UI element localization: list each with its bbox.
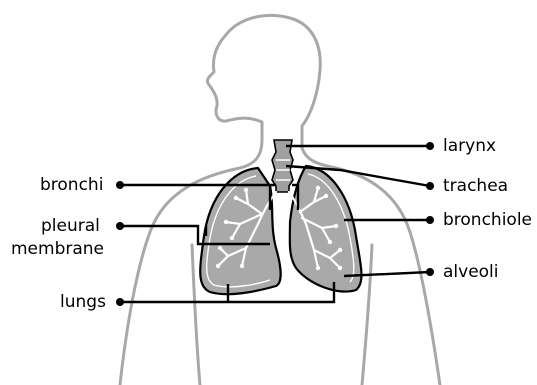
right-lung [290,166,362,292]
label-bronchiole: bronchiole [443,211,532,230]
label-alveoli: alveoli [443,263,499,282]
leader-lungs [120,282,334,302]
dot-bronchiole [426,216,434,224]
label-bronchi: bronchi [40,176,103,195]
dot-larynx [426,142,434,150]
left-lung [200,168,280,294]
dot-bronchi [116,181,124,189]
dot-pleural [116,222,124,230]
label-membrane: membrane [11,240,104,259]
dot-alveoli [426,268,434,276]
label-lungs: lungs [60,293,106,312]
right-arm-line [362,245,372,385]
label-trachea: trachea [443,177,508,196]
body-silhouette [120,15,440,385]
dot-trachea [426,182,434,190]
label-larynx: larynx [443,137,496,156]
left-arm-line [192,245,200,385]
dot-lungs [116,298,124,306]
label-pleural: pleural [41,217,100,236]
